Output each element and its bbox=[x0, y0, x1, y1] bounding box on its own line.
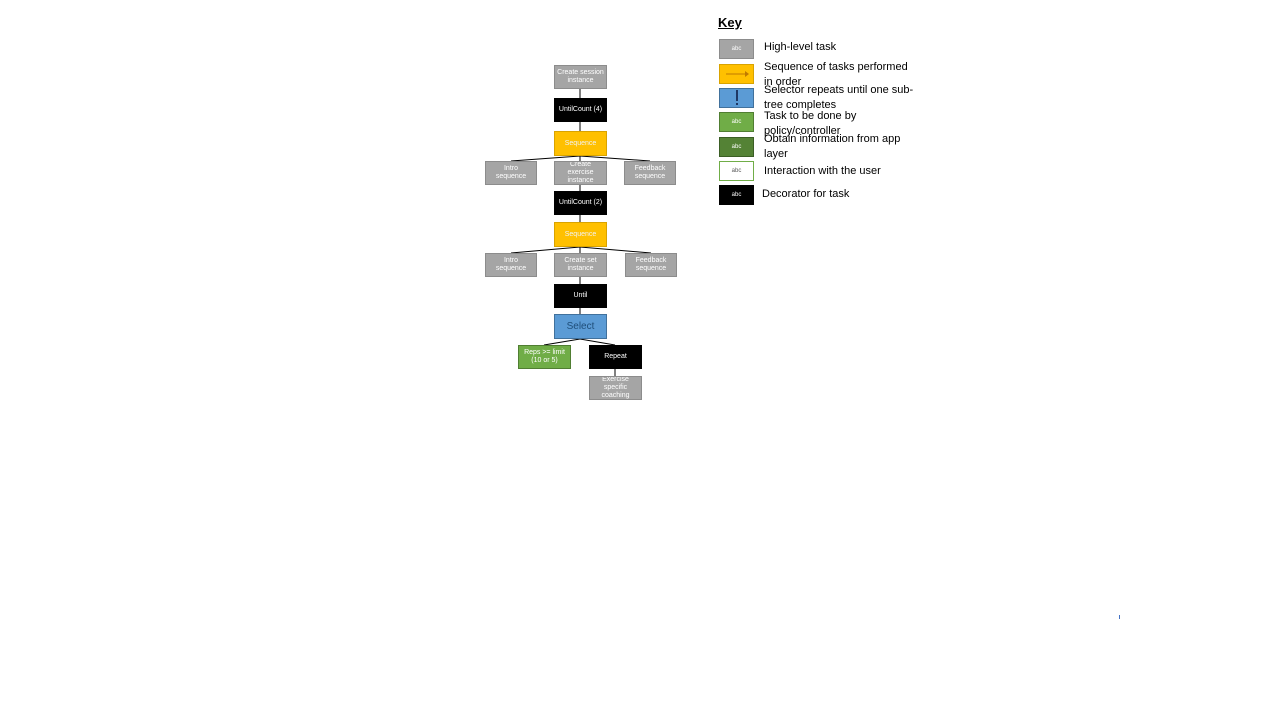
reps-limit-node: Reps >= limit (10 or 5) bbox=[518, 345, 571, 369]
until-count-4-node: UntilCount (4) bbox=[554, 98, 607, 122]
key-swatch-high-level: abc bbox=[719, 39, 754, 59]
sequence-node-2: Sequence bbox=[554, 222, 607, 247]
exercise-coaching-node: Exercise specific coaching bbox=[589, 376, 642, 400]
key-label-user-interaction: Interaction with the user bbox=[764, 165, 881, 177]
key-label-selector: Selector repeats until one sub-tree comp… bbox=[764, 84, 914, 111]
intro-sequence-node-2: Intro sequence bbox=[485, 253, 537, 277]
key-label-decorator: Decorator for task bbox=[762, 188, 850, 200]
sequence-node-1: Sequence bbox=[554, 131, 607, 156]
key-swatch-sequence bbox=[719, 64, 754, 84]
arrow-right-icon bbox=[725, 71, 749, 77]
exclamation-icon bbox=[735, 90, 738, 105]
feedback-sequence-node-2: Feedback sequence bbox=[625, 253, 677, 277]
until-count-2-node: UntilCount (2) bbox=[554, 191, 607, 215]
stray-mark bbox=[1119, 615, 1120, 619]
key-label-high-level: High-level task bbox=[764, 41, 837, 53]
create-set-node: Create set instance bbox=[554, 253, 607, 277]
intro-sequence-node-1: Intro sequence bbox=[485, 161, 537, 185]
key-label-app-layer: Obtain information from app layer bbox=[764, 133, 901, 160]
key-label-policy: Task to be done by policy/controller bbox=[764, 110, 857, 137]
key-title: Key bbox=[718, 15, 742, 30]
key-swatch-user-interaction: abc bbox=[719, 161, 754, 181]
create-session-node: Create session instance bbox=[554, 65, 607, 89]
key-swatch-policy: abc bbox=[719, 112, 754, 132]
repeat-node: Repeat bbox=[589, 345, 642, 369]
key-label-sequence: Sequence of tasks performed in order bbox=[764, 61, 908, 88]
select-node: Select bbox=[554, 314, 607, 339]
key-swatch-selector bbox=[719, 88, 754, 108]
create-exercise-node: Create exercise instance bbox=[554, 161, 607, 185]
feedback-sequence-node-1: Feedback sequence bbox=[624, 161, 676, 185]
until-node: Until bbox=[554, 284, 607, 308]
key-swatch-app-layer: abc bbox=[719, 137, 754, 157]
key-swatch-decorator: abc bbox=[719, 185, 754, 205]
